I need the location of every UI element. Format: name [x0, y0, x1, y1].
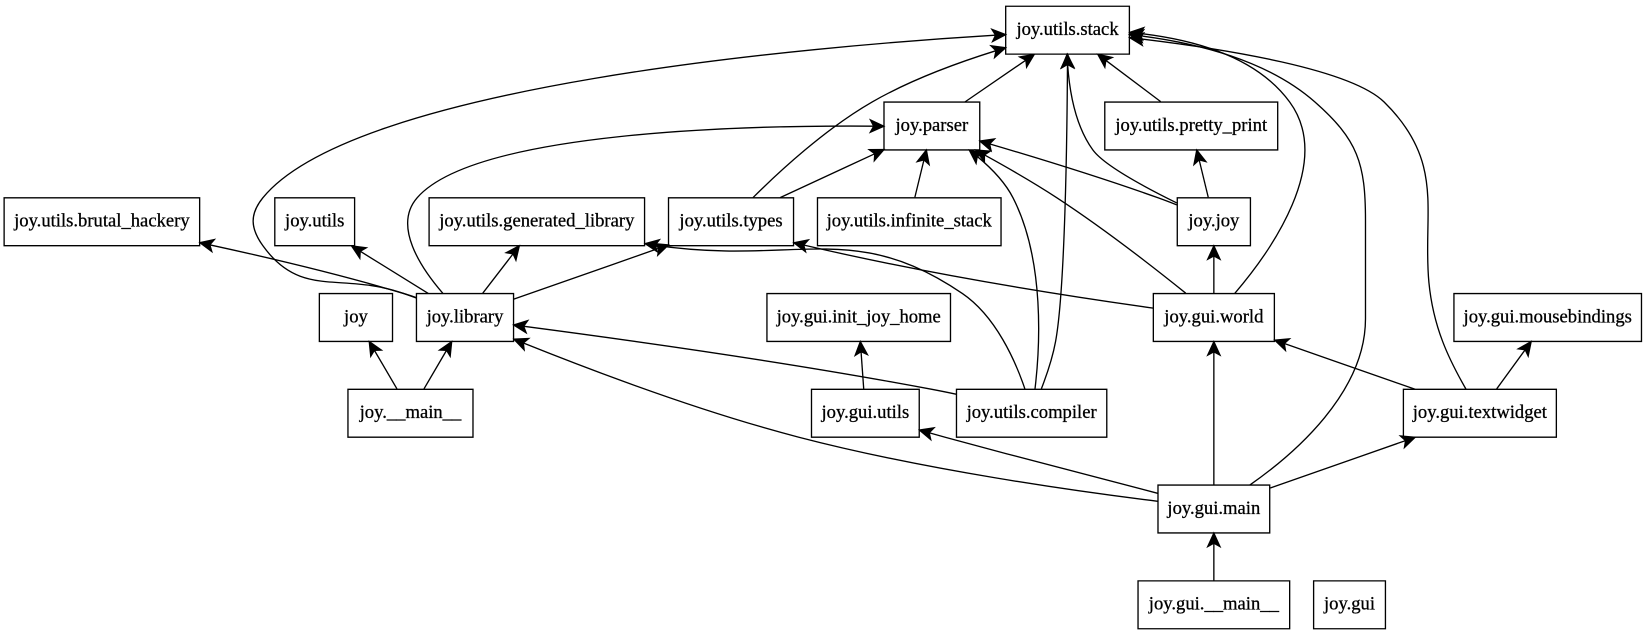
svg-text:joy.utils.brutal_hackery: joy.utils.brutal_hackery [13, 211, 190, 232]
svg-text:joy.parser: joy.parser [895, 115, 969, 136]
svg-text:joy.gui: joy.gui [1323, 594, 1375, 615]
svg-text:joy.utils.stack: joy.utils.stack [1015, 19, 1119, 40]
svg-text:joy.library: joy.library [426, 306, 505, 327]
svg-text:joy.gui.init_joy_home: joy.gui.init_joy_home [776, 306, 941, 327]
svg-text:joy.gui.world: joy.gui.world [1163, 306, 1264, 327]
svg-text:joy.utils.infinite_stack: joy.utils.infinite_stack [826, 211, 993, 232]
svg-text:joy: joy [343, 306, 368, 327]
svg-text:joy.gui.main: joy.gui.main [1166, 498, 1261, 519]
svg-text:joy.utils: joy.utils [284, 211, 344, 232]
svg-text:joy.gui.__main__: joy.gui.__main__ [1148, 594, 1280, 615]
svg-text:joy.utils.pretty_print: joy.utils.pretty_print [1114, 115, 1268, 136]
svg-text:joy.gui.mousebindings: joy.gui.mousebindings [1463, 306, 1632, 327]
svg-text:joy.utils.compiler: joy.utils.compiler [966, 402, 1098, 423]
svg-text:joy.utils.types: joy.utils.types [678, 211, 782, 232]
svg-text:joy.joy: joy.joy [1187, 211, 1240, 232]
svg-text:joy.gui.textwidget: joy.gui.textwidget [1412, 402, 1548, 423]
svg-text:joy.__main__: joy.__main__ [359, 402, 462, 423]
svg-text:joy.utils.generated_library: joy.utils.generated_library [438, 211, 635, 232]
svg-text:joy.gui.utils: joy.gui.utils [821, 402, 910, 423]
